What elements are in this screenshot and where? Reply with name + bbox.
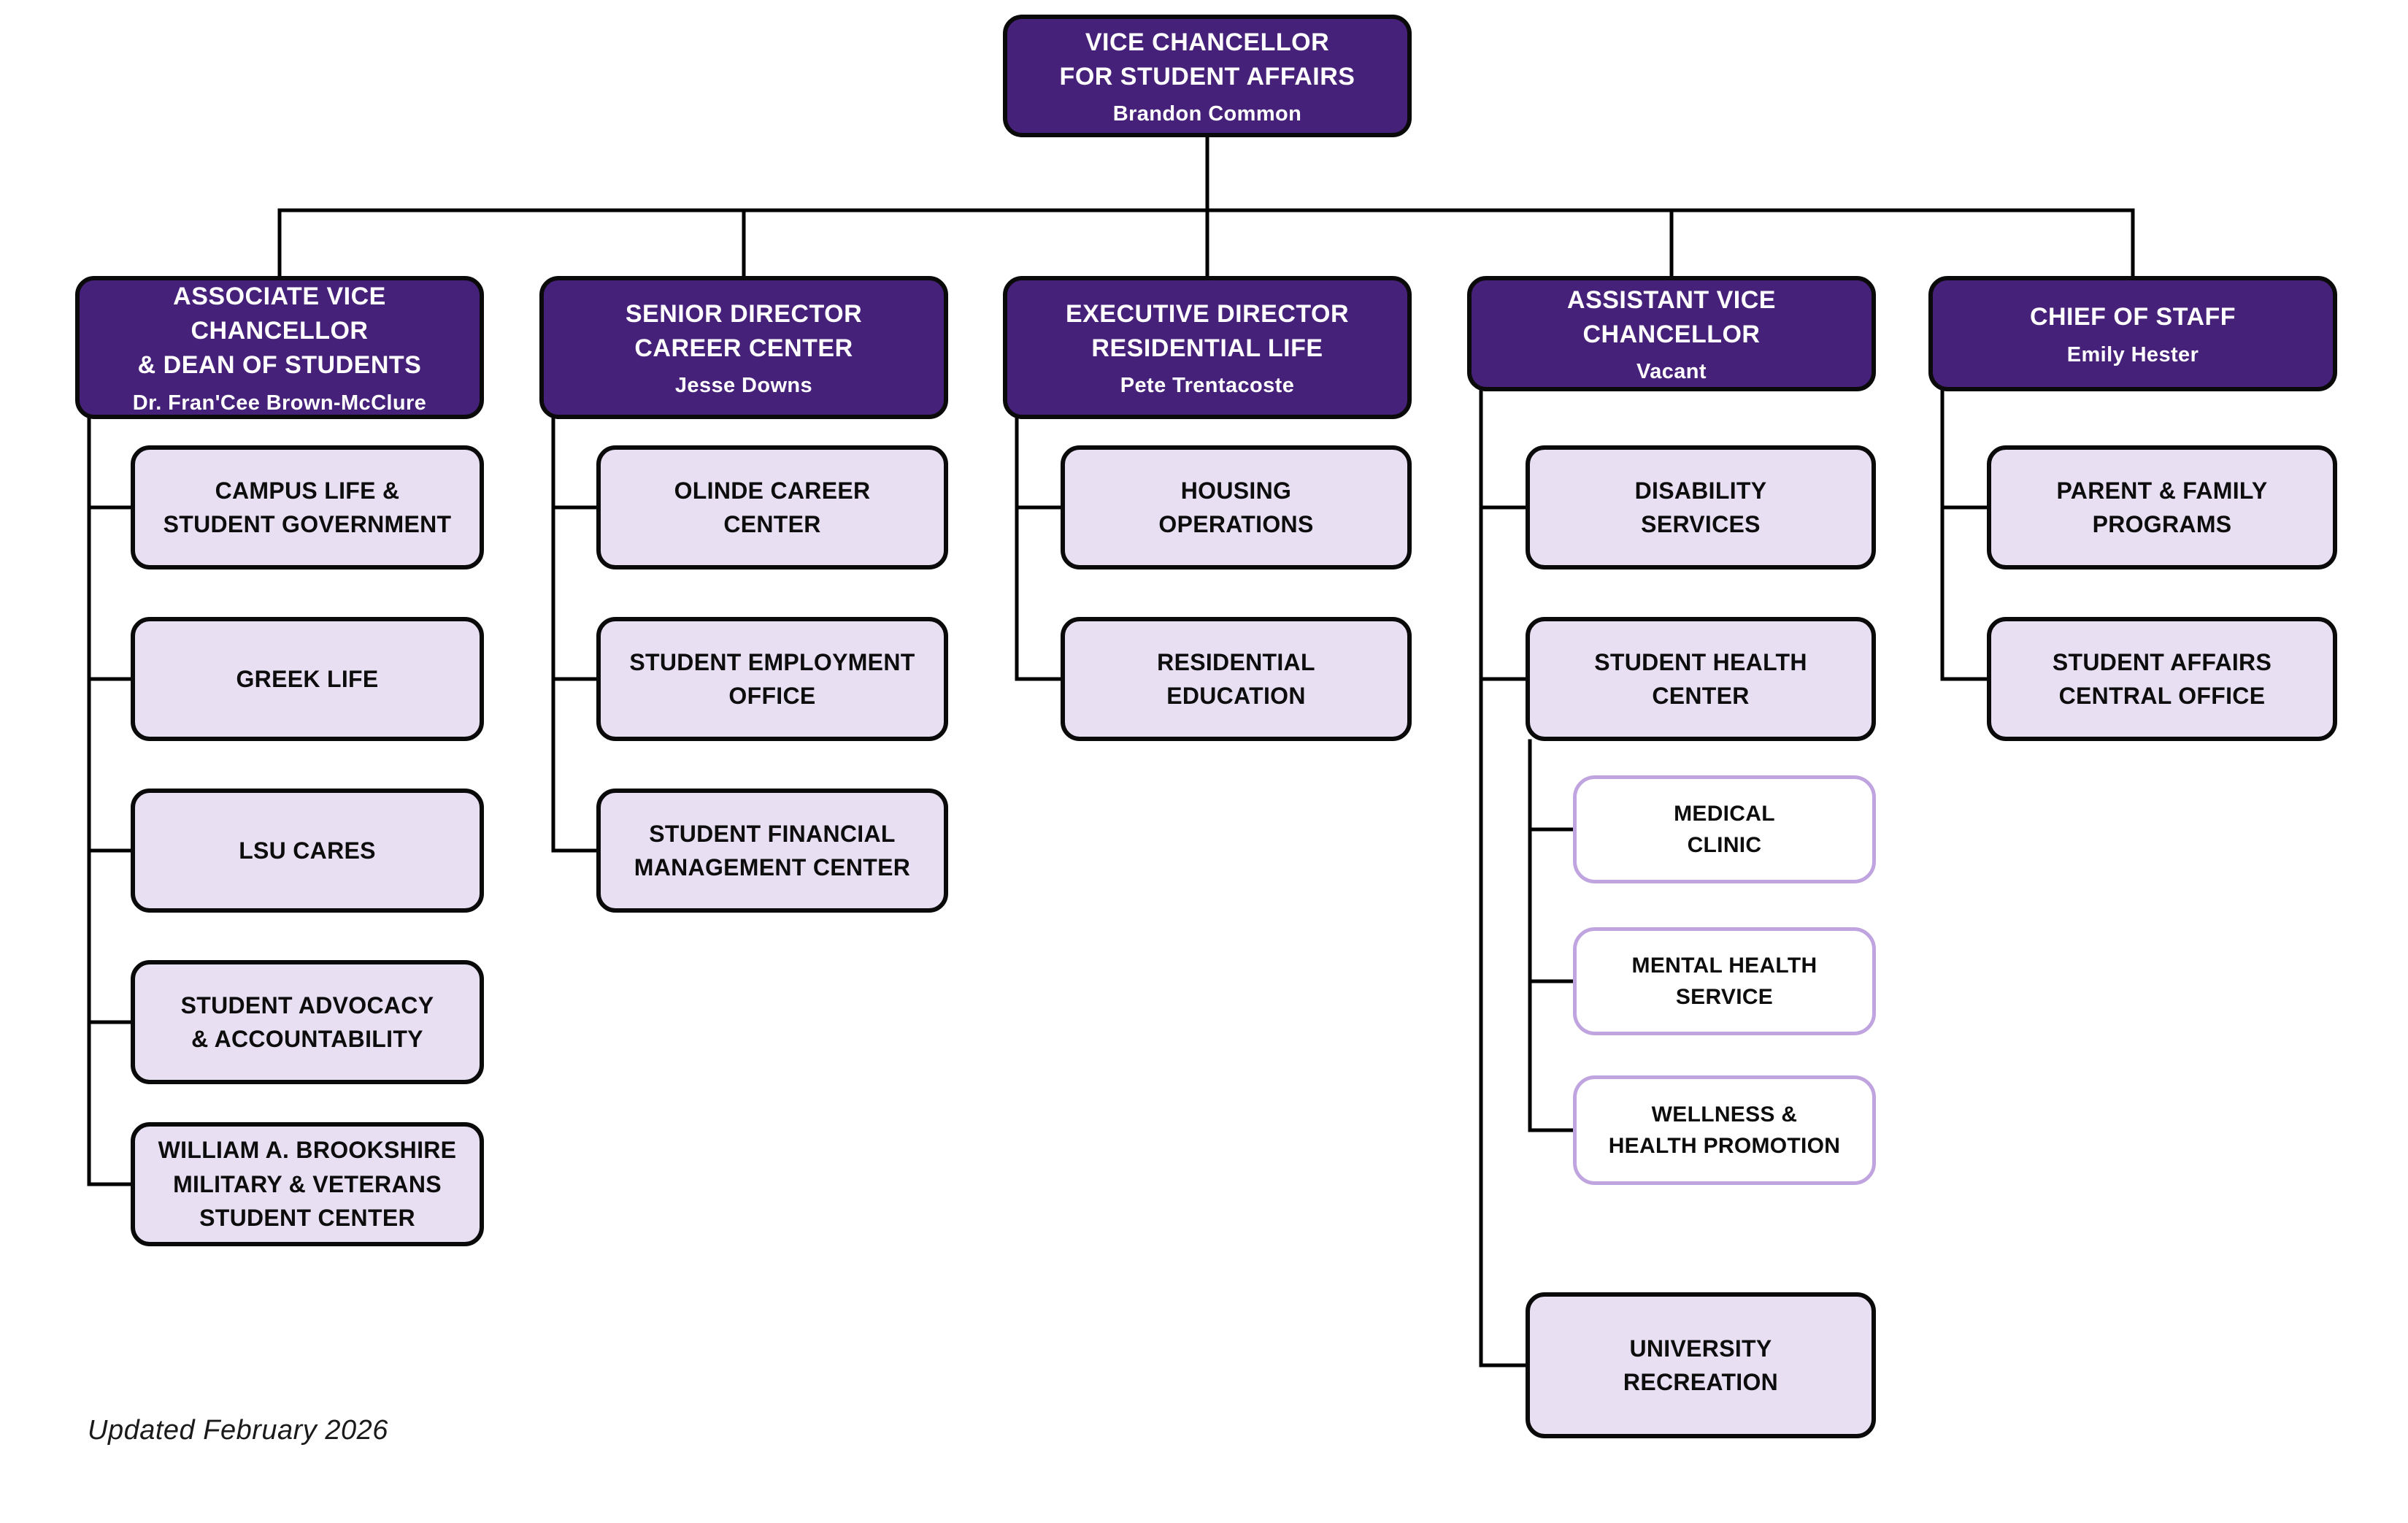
node-chief-of-staff: CHIEF OF STAFF Emily Hester (1928, 276, 2337, 391)
node-title: ASSOCIATE VICE CHANCELLOR & DEAN OF STUD… (137, 283, 422, 379)
node-title: SENIOR DIRECTOR CAREER CENTER (625, 299, 863, 362)
node-label: DISABILITY SERVICES (1634, 477, 1767, 537)
node-label: STUDENT ADVOCACY & ACCOUNTABILITY (180, 991, 434, 1052)
node-student-affairs-central-office: STUDENT AFFAIRS CENTRAL OFFICE (1987, 617, 2337, 741)
node-medical-clinic: MEDICAL CLINIC (1573, 775, 1876, 883)
node-wellness-health-promotion: WELLNESS & HEALTH PROMOTION (1573, 1075, 1876, 1185)
node-housing-operations: HOUSING OPERATIONS (1061, 445, 1412, 569)
node-label: LSU CARES (239, 837, 376, 864)
node-title: ASSISTANT VICE CHANCELLOR (1567, 285, 1776, 348)
node-disability-services: DISABILITY SERVICES (1526, 445, 1876, 569)
node-label: MENTAL HEALTH SERVICE (1631, 953, 1817, 1010)
node-label: STUDENT EMPLOYMENT OFFICE (629, 648, 915, 709)
node-olinde-career-center: OLINDE CAREER CENTER (596, 445, 948, 569)
node-exec-director-residential-life: EXECUTIVE DIRECTOR RESIDENTIAL LIFE Pete… (1003, 276, 1412, 419)
node-person: Pete Trentacoste (1120, 374, 1295, 398)
node-label: STUDENT HEALTH CENTER (1594, 648, 1807, 709)
node-person: Brandon Common (1112, 102, 1302, 126)
node-label: UNIVERSITY RECREATION (1623, 1335, 1779, 1395)
node-label: STUDENT FINANCIAL MANAGEMENT CENTER (634, 820, 911, 881)
node-label: GREEK LIFE (236, 665, 379, 692)
node-lsu-cares: LSU CARES (131, 789, 484, 913)
node-senior-director-career-center: SENIOR DIRECTOR CAREER CENTER Jesse Down… (539, 276, 948, 419)
node-label: MEDICAL CLINIC (1674, 801, 1775, 858)
node-parent-family-programs: PARENT & FAMILY PROGRAMS (1987, 445, 2337, 569)
node-student-employment-office: STUDENT EMPLOYMENT OFFICE (596, 617, 948, 741)
node-label: STUDENT AFFAIRS CENTRAL OFFICE (2052, 648, 2272, 709)
node-label: PARENT & FAMILY PROGRAMS (2056, 477, 2268, 537)
node-campus-life-student-government: CAMPUS LIFE & STUDENT GOVERNMENT (131, 445, 484, 569)
node-assoc-vc-dean-of-students: ASSOCIATE VICE CHANCELLOR & DEAN OF STUD… (75, 276, 484, 419)
node-label: WELLNESS & HEALTH PROMOTION (1608, 1102, 1841, 1159)
node-label: HOUSING OPERATIONS (1158, 477, 1314, 537)
node-student-financial-management-center: STUDENT FINANCIAL MANAGEMENT CENTER (596, 789, 948, 913)
node-person: Dr. Fran'Cee Brown-McClure (132, 391, 427, 415)
node-label: CAMPUS LIFE & STUDENT GOVERNMENT (163, 477, 452, 537)
node-title: EXECUTIVE DIRECTOR RESIDENTIAL LIFE (1065, 299, 1350, 362)
node-student-health-center: STUDENT HEALTH CENTER (1526, 617, 1876, 741)
node-residential-education: RESIDENTIAL EDUCATION (1061, 617, 1412, 741)
node-mental-health-service: MENTAL HEALTH SERVICE (1573, 927, 1876, 1035)
node-label: RESIDENTIAL EDUCATION (1157, 648, 1315, 709)
node-greek-life: GREEK LIFE (131, 617, 484, 741)
node-title: CHIEF OF STAFF (2029, 303, 2236, 331)
node-assistant-vice-chancellor: ASSISTANT VICE CHANCELLOR Vacant (1467, 276, 1876, 391)
updated-note: Updated February 2026 (88, 1415, 388, 1446)
node-university-recreation: UNIVERSITY RECREATION (1526, 1292, 1876, 1438)
node-brookshire-military-veterans-center: WILLIAM A. BROOKSHIRE MILITARY & VETERAN… (131, 1122, 484, 1246)
node-student-advocacy-accountability: STUDENT ADVOCACY & ACCOUNTABILITY (131, 960, 484, 1084)
node-label: OLINDE CAREER CENTER (674, 477, 871, 537)
node-label: WILLIAM A. BROOKSHIRE MILITARY & VETERAN… (158, 1137, 457, 1232)
node-person: Emily Hester (2066, 342, 2199, 367)
node-person: Vacant (1636, 360, 1707, 384)
node-person: Jesse Downs (674, 374, 813, 398)
node-vice-chancellor-student-affairs: VICE CHANCELLOR FOR STUDENT AFFAIRS Bran… (1003, 15, 1412, 137)
node-title: VICE CHANCELLOR FOR STUDENT AFFAIRS (1059, 28, 1355, 91)
